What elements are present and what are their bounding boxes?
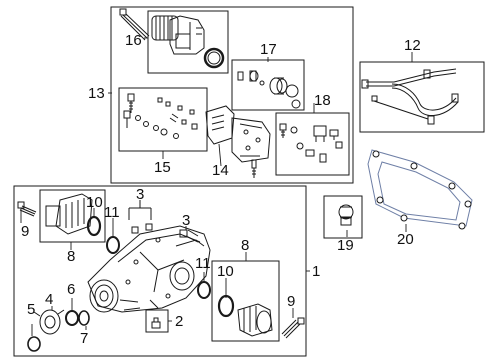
bolt-9-right (281, 317, 305, 339)
callout-20: 20 (397, 231, 414, 248)
group-box-16 (147, 10, 229, 74)
callout-13: 13 (88, 85, 105, 102)
hardware-set-15 (123, 93, 198, 139)
group-box-18 (275, 112, 350, 176)
valve-set-18 (279, 123, 343, 163)
seal-6 (65, 310, 79, 326)
drive-flange-left (45, 193, 93, 235)
callout-19: 19 (337, 237, 354, 254)
callout-3-top: 3 (136, 186, 145, 203)
callout-5: 5 (27, 301, 36, 318)
callout-9-left: 9 (21, 223, 30, 240)
cover-gasket-20 (367, 149, 473, 227)
o-ring-16 (203, 47, 225, 69)
callout-16: 16 (125, 32, 142, 49)
pinion-flange-4 (33, 309, 65, 335)
seal-10-right (217, 294, 235, 318)
vent-2 (145, 309, 169, 333)
callout-18: 18 (314, 92, 331, 109)
bolt-16 (119, 8, 150, 41)
bolt-9-left (17, 201, 37, 217)
seal-7 (78, 310, 90, 326)
cover-bolt-holes (372, 150, 472, 230)
plugs-3 (128, 200, 188, 238)
group-box-13 (110, 6, 354, 184)
callout-4: 4 (45, 291, 54, 308)
callout-1: 1 (312, 263, 321, 280)
callout-8-left: 8 (67, 248, 76, 265)
callout-10-right: 10 (217, 263, 234, 280)
callout-8-right: 8 (241, 237, 250, 254)
group-box-15 (118, 87, 208, 152)
callout-14: 14 (212, 162, 229, 179)
group-box-19 (323, 195, 363, 239)
callout-3-right: 3 (182, 212, 191, 229)
callout-9-right: 9 (287, 293, 296, 310)
differential-housing (87, 225, 211, 313)
callout-6: 6 (67, 281, 76, 298)
callout-7: 7 (80, 330, 89, 347)
seal-11-right (197, 281, 211, 299)
seal-set-17 (237, 70, 301, 109)
callout-17: 17 (260, 41, 277, 58)
callout-11-right: 11 (195, 255, 211, 272)
bracket-14 (205, 105, 271, 178)
callout-2: 2 (175, 313, 184, 330)
callout-15: 15 (154, 159, 171, 176)
drive-flange-right (237, 303, 273, 337)
actuator-motor (151, 15, 205, 55)
group-box-12 (359, 61, 485, 133)
group-box-10-left (39, 189, 106, 243)
group-box-8-right (211, 260, 280, 342)
breather-pipe-12 (361, 68, 459, 125)
callout-12: 12 (404, 37, 421, 54)
leader-lines (20, 37, 413, 336)
circlip-5 (27, 336, 41, 352)
seal-11-left (106, 236, 120, 254)
drain-plug-19 (338, 204, 354, 226)
callout-10-left: 10 (86, 194, 103, 211)
callout-11-left: 11 (104, 204, 120, 221)
